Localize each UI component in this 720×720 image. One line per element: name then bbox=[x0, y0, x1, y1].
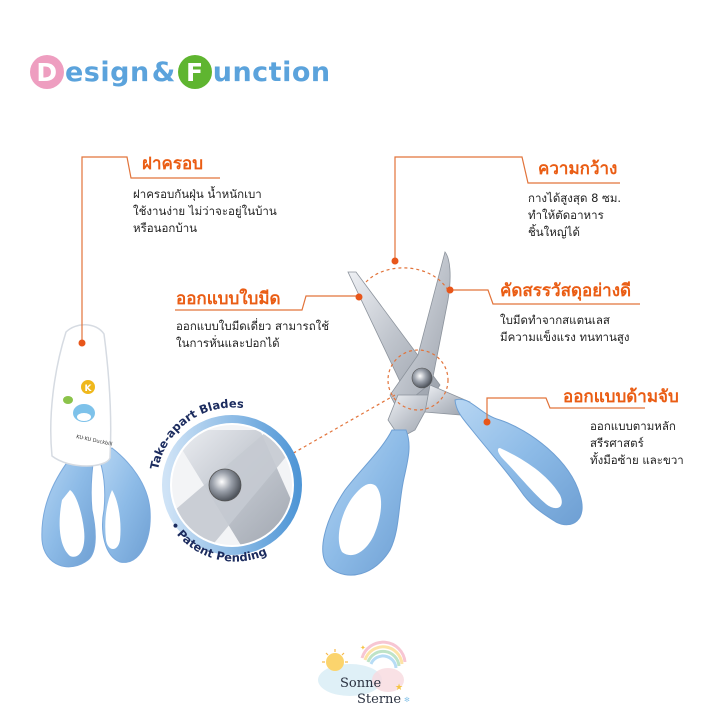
blade-desc-line: ออกแบบใบมีดเดี่ยว สามารถใช้ bbox=[176, 319, 330, 333]
design-function-title: D esign & F unction bbox=[30, 52, 331, 92]
pivot-dashed-circle bbox=[387, 349, 449, 411]
take-apart-detail-badge: Take-apart Blades • Patent Pending bbox=[147, 396, 302, 565]
material-description: ใบมีดทำจากสแตนเลส มีความแข็งแรง ทนทานสูง bbox=[500, 312, 630, 346]
title-word-design: esign bbox=[65, 56, 150, 88]
handle-desc-line: ทั้งมือซ้าย และขวา bbox=[590, 453, 684, 467]
width-marker-dot bbox=[391, 257, 399, 265]
handle-description: ออกแบบตามหลัก สรีรศาสตร์ ทั้งมือซ้าย และ… bbox=[590, 418, 684, 469]
star-icon: ★ bbox=[395, 683, 403, 693]
cover-leaf-icon bbox=[63, 396, 73, 404]
cover-heading: ฝาครอบ bbox=[142, 154, 204, 174]
blade-design-leader-line bbox=[175, 293, 363, 311]
width-desc-line: ทำให้ตัดอาหาร bbox=[528, 208, 604, 222]
width-arc-dashed bbox=[365, 267, 449, 291]
sparkle-icon: ✦ bbox=[360, 644, 366, 652]
width-desc-line: กางได้สูงสุด 8 ซม. bbox=[528, 191, 622, 205]
sun-icon bbox=[326, 653, 344, 671]
watermark-art: ★ ✦ ✻ bbox=[318, 640, 410, 704]
width-description: กางได้สูงสุด 8 ซม. ทำให้ตัดอาหาร ชิ้นใหญ… bbox=[528, 190, 621, 241]
handle-marker-dot bbox=[483, 418, 491, 426]
covered-scissors: K KU·KU Duckbill bbox=[41, 324, 151, 568]
material-desc-line: ใบมีดทำจากสแตนเลส bbox=[500, 313, 610, 327]
cover-desc-line: ใช้งานง่าย ไม่ว่าจะอยู่ในบ้าน bbox=[133, 204, 277, 218]
sonne-sterne-watermark: ★ ✦ ✻ Sonne Sterne bbox=[310, 640, 410, 710]
cloud-icon bbox=[318, 664, 382, 696]
title-ampersand: & bbox=[151, 56, 176, 88]
cover-k-letter: K bbox=[85, 384, 93, 394]
snowflake-icon: ✻ bbox=[404, 696, 410, 704]
handle-leader-line bbox=[483, 397, 645, 426]
watermark-line-2: Sterne bbox=[357, 692, 402, 707]
blade-marker-dot bbox=[355, 293, 363, 301]
cover-leader-line bbox=[78, 156, 220, 347]
watermark-line-1: Sonne bbox=[340, 676, 382, 691]
title-initial-f: F bbox=[177, 55, 212, 89]
scissor-cover bbox=[50, 324, 112, 467]
pivot-screw bbox=[411, 367, 433, 389]
title-word-function: unction bbox=[212, 56, 331, 88]
handle-desc-line: ออกแบบตามหลัก bbox=[590, 419, 676, 433]
handle-heading: ออกแบบด้ามจับ bbox=[563, 387, 679, 407]
width-heading: ความกว้าง bbox=[538, 159, 618, 179]
detail-connector-dashed bbox=[289, 394, 396, 456]
material-heading: คัดสรรวัสดุอย่างดี bbox=[500, 281, 632, 301]
title-initial-d: D bbox=[30, 55, 64, 89]
cover-k-badge bbox=[81, 380, 95, 394]
cover-marker-dot bbox=[78, 339, 86, 347]
material-desc-line: มีความแข็งแรง ทนทานสูง bbox=[500, 330, 630, 344]
width-desc-line: ชิ้นใหญ่ได้ bbox=[528, 225, 580, 239]
cover-desc-line: ฝาครอบกันฝุ่น น้ำหนักเบา bbox=[133, 187, 262, 201]
width-leader-line bbox=[391, 156, 620, 265]
cover-desc-line: หรือนอกบ้าน bbox=[133, 221, 198, 235]
blade-design-heading: ออกแบบใบมีด bbox=[176, 289, 281, 309]
opened-scissors bbox=[322, 251, 583, 576]
blade-desc-line: ในการหั่นและปอกได้ bbox=[176, 336, 280, 350]
detail-pivot-screw bbox=[208, 468, 242, 502]
blade-design-description: ออกแบบใบมีดเดี่ยว สามารถใช้ ในการหั่นและ… bbox=[176, 318, 329, 352]
material-leader-line bbox=[446, 286, 640, 305]
material-marker-dot bbox=[446, 286, 454, 294]
handle-desc-line: สรีรศาสตร์ bbox=[590, 436, 644, 450]
cover-description: ฝาครอบกันฝุ่น น้ำหนักเบา ใช้งานง่าย ไม่ว… bbox=[133, 186, 277, 237]
